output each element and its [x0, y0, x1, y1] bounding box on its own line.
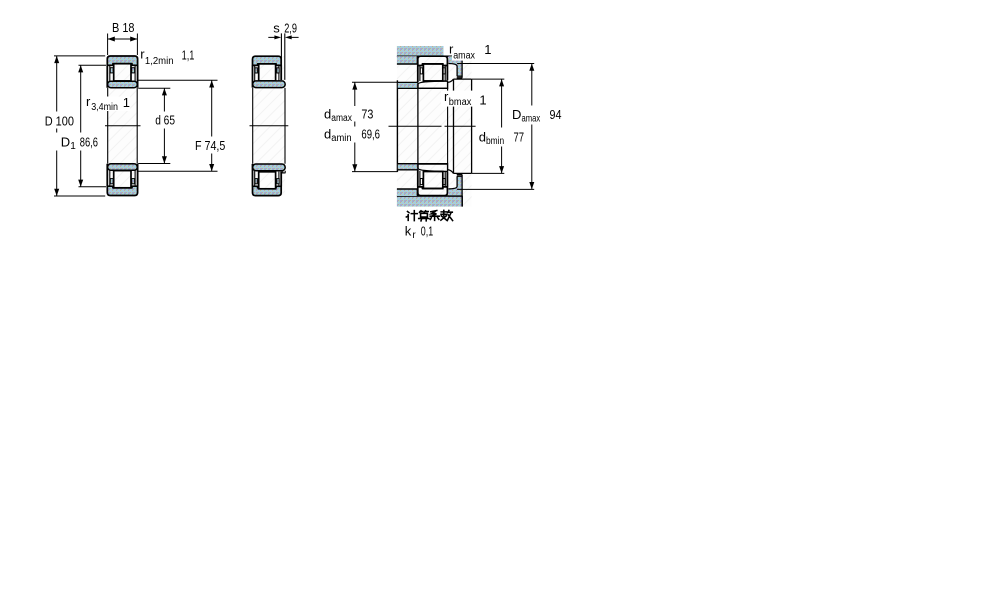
svg-text:amax: amax [453, 51, 475, 62]
svg-text:D: D [512, 107, 521, 122]
svg-text:86,6: 86,6 [80, 134, 98, 149]
svg-text:r: r [412, 230, 416, 241]
svg-text:0,1: 0,1 [421, 223, 433, 238]
svg-text:D: D [61, 134, 70, 149]
svg-text:F 74,5: F 74,5 [195, 138, 225, 153]
svg-text:k: k [405, 223, 412, 238]
svg-text:r: r [449, 41, 454, 56]
svg-text:bmax: bmax [449, 97, 472, 108]
svg-text:1,1: 1,1 [182, 47, 195, 62]
svg-text:1: 1 [484, 42, 491, 57]
svg-text:B 18: B 18 [112, 20, 135, 35]
svg-text:1,2min: 1,2min [145, 56, 174, 67]
svg-text:77: 77 [514, 130, 525, 145]
svg-text:3,4min: 3,4min [91, 102, 118, 113]
svg-text:d: d [324, 127, 331, 142]
svg-text:94: 94 [550, 107, 562, 122]
svg-text:amax: amax [331, 113, 352, 124]
svg-text:bmin: bmin [486, 136, 504, 147]
svg-text:d 65: d 65 [155, 113, 175, 128]
svg-text:amax: amax [522, 114, 541, 125]
svg-text:1: 1 [479, 92, 486, 107]
svg-text:r: r [444, 89, 449, 104]
svg-text:69,6: 69,6 [361, 127, 380, 142]
svg-text:amin: amin [331, 133, 351, 144]
svg-text:d: d [479, 130, 486, 145]
svg-text:r: r [86, 94, 91, 109]
svg-text:1: 1 [70, 141, 76, 152]
svg-text:73: 73 [361, 107, 373, 122]
svg-text:1: 1 [123, 95, 130, 110]
svg-text:s: s [273, 21, 280, 36]
svg-text:d: d [324, 107, 331, 122]
svg-text:2,9: 2,9 [284, 21, 297, 36]
svg-text:r: r [140, 46, 145, 61]
svg-text:D 100: D 100 [45, 113, 74, 128]
